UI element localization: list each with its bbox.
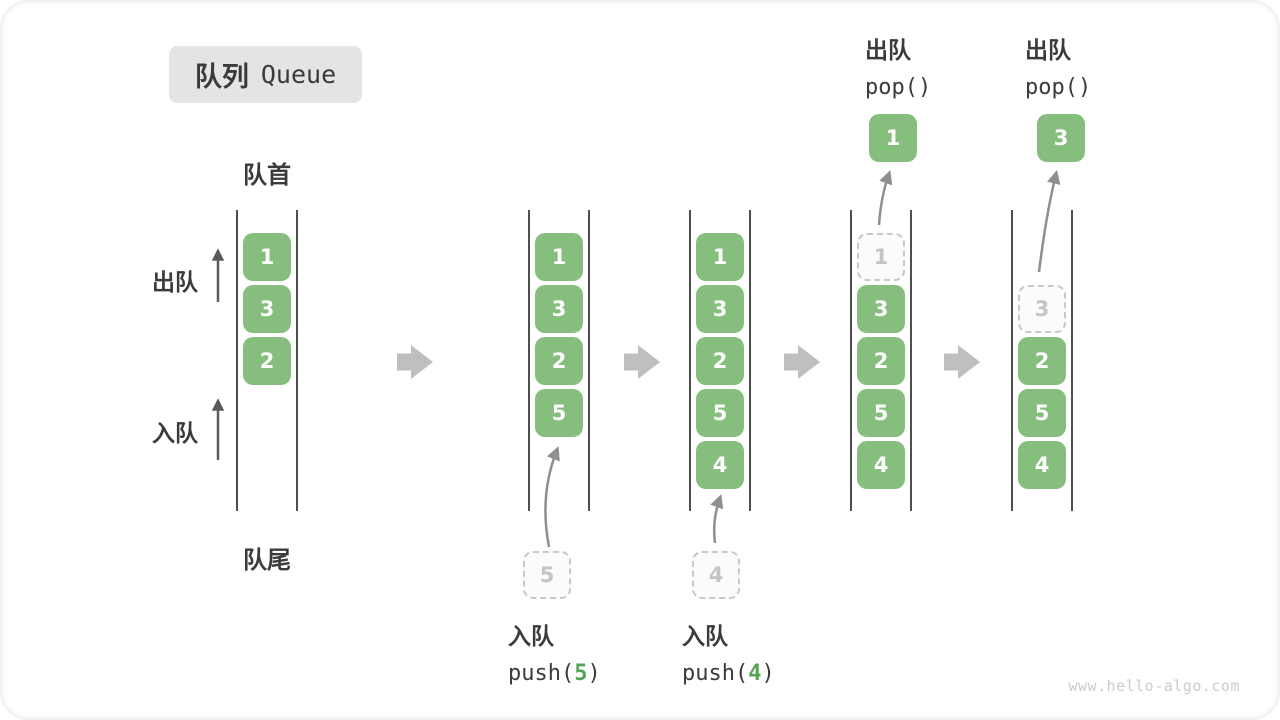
push-5-caption: 入队 push(5) [508,617,601,686]
push-4-caption-label: 入队 [682,624,728,650]
pop-result-element: 3 [1037,114,1085,162]
queue-element: 2 [1018,337,1066,385]
queue-element: 5 [1018,389,1066,437]
push-5-caption-label: 入队 [508,624,554,650]
next-step-arrow-right-icon [944,345,980,379]
queue-element: 1 [696,233,744,281]
queue-state-after-pop-3: 3 2 5 4 [1011,210,1073,511]
pop-result-element: 1 [869,114,917,162]
title-english: Queue [260,60,337,89]
label-enqueue: 入队 [152,421,198,447]
queue-element: 3 [696,285,744,333]
queue-element: 2 [243,337,291,385]
queue-element: 5 [696,389,744,437]
queue-element-removed: 3 [1018,285,1066,333]
queue-element: 3 [857,285,905,333]
watermark: www.hello-algo.com [1068,677,1240,695]
queue-element: 2 [696,337,744,385]
queue-element: 5 [535,389,583,437]
pop-3-caption-label: 出队 [1025,38,1071,64]
queue-element: 4 [696,441,744,489]
pop-3-caption-code: pop() [1025,75,1092,100]
queue-element: 2 [857,337,905,385]
next-step-arrow-right-icon [624,345,660,379]
label-dequeue: 出队 [152,270,198,296]
label-queue-rear: 队尾 [243,546,291,574]
queue-element: 1 [243,233,291,281]
enqueue-incoming-element: 5 [523,551,571,599]
queue-state-initial: 1 3 2 [236,210,298,511]
queue-element: 2 [535,337,583,385]
queue-element: 1 [535,233,583,281]
queue-state-after-push-5: 1 3 2 5 [528,210,590,511]
queue-element: 3 [243,285,291,333]
queue-state-after-pop-1: 1 3 2 5 4 [850,210,912,511]
queue-element: 5 [857,389,905,437]
next-step-arrow-right-icon [397,345,433,379]
pop-3-caption: 出队 pop() [1025,31,1091,100]
enqueue-incoming-element: 4 [692,551,740,599]
push-4-caption-code: push(4) [682,661,775,686]
pop-1-caption-code: pop() [865,75,932,100]
push-5-caption-code: push(5) [508,661,601,686]
pop-1-caption-label: 出队 [865,38,911,64]
title-chinese: 队列 [194,62,249,93]
queue-state-after-push-4: 1 3 2 5 4 [689,210,751,511]
label-queue-front: 队首 [243,161,291,189]
pop-1-caption: 出队 pop() [865,31,931,100]
queue-element-removed: 1 [857,233,905,281]
push-4-caption: 入队 push(4) [682,617,775,686]
title-box: 队列 Queue [169,46,362,103]
queue-element: 4 [857,441,905,489]
next-step-arrow-right-icon [784,345,820,379]
queue-element: 3 [535,285,583,333]
queue-element: 4 [1018,441,1066,489]
